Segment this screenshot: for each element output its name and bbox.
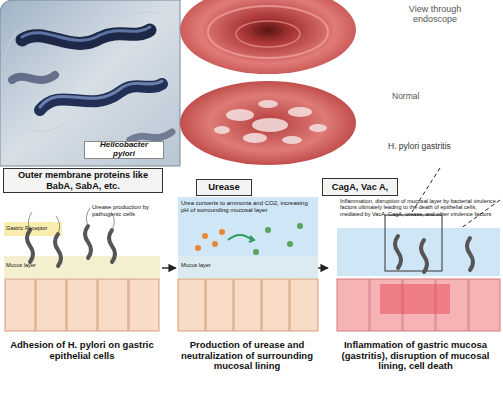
flow-arrow <box>162 267 176 268</box>
flow-arrow <box>318 267 328 268</box>
species-label-box: Helicobacter pylori <box>84 141 164 159</box>
header-box: Urease <box>196 179 252 196</box>
header-box: CagA, Vac A, <box>322 178 398 196</box>
view-label: Normal <box>392 92 462 102</box>
stage-panel: Urea converts to ammonia and CO2, increa… <box>176 196 318 380</box>
annotation-text: Urease production by pathogenic cells <box>92 204 154 217</box>
header-text: Outer membrane proteins like BabA, SabA,… <box>4 170 162 191</box>
header-text: Urease <box>205 182 243 193</box>
header-box: Outer membrane proteins like BabA, SabA,… <box>3 168 163 193</box>
view-caption: View through endoscope <box>402 4 468 25</box>
annotation-text: Mucus layer <box>181 262 226 268</box>
annotation-text: Urea converts to ammonia and CO2, increa… <box>181 200 315 213</box>
stage-caption: Adhesion of H. pylori on gastric epithel… <box>2 340 162 361</box>
endoscope-view-gastritis <box>180 81 356 165</box>
annotation-text: Inflammation, disruption of mucosal laye… <box>340 198 498 217</box>
stage-panel: Urease production by pathogenic cellsGas… <box>2 196 162 380</box>
bacteria-photo <box>0 0 180 166</box>
view-label: H. pylori gastritis <box>388 142 500 152</box>
annotation-text: Mucus layer <box>6 262 51 268</box>
annotation-text: Gastric Receptor <box>6 225 61 231</box>
stage-caption: Production of urease and neutralization … <box>176 340 318 372</box>
stage-panel: Inflammation, disruption of mucosal laye… <box>328 196 503 396</box>
urease-panel-art <box>178 197 318 331</box>
header-text: CagA, Vac A, <box>329 182 391 192</box>
header-text: Helicobacter pylori <box>85 141 163 159</box>
endoscope-view-normal <box>180 0 356 74</box>
inflammation-panel-art <box>337 215 500 331</box>
adhesion-panel-art <box>4 208 160 331</box>
stage-caption: Inflammation of gastric mucosa (gastriti… <box>328 340 503 372</box>
